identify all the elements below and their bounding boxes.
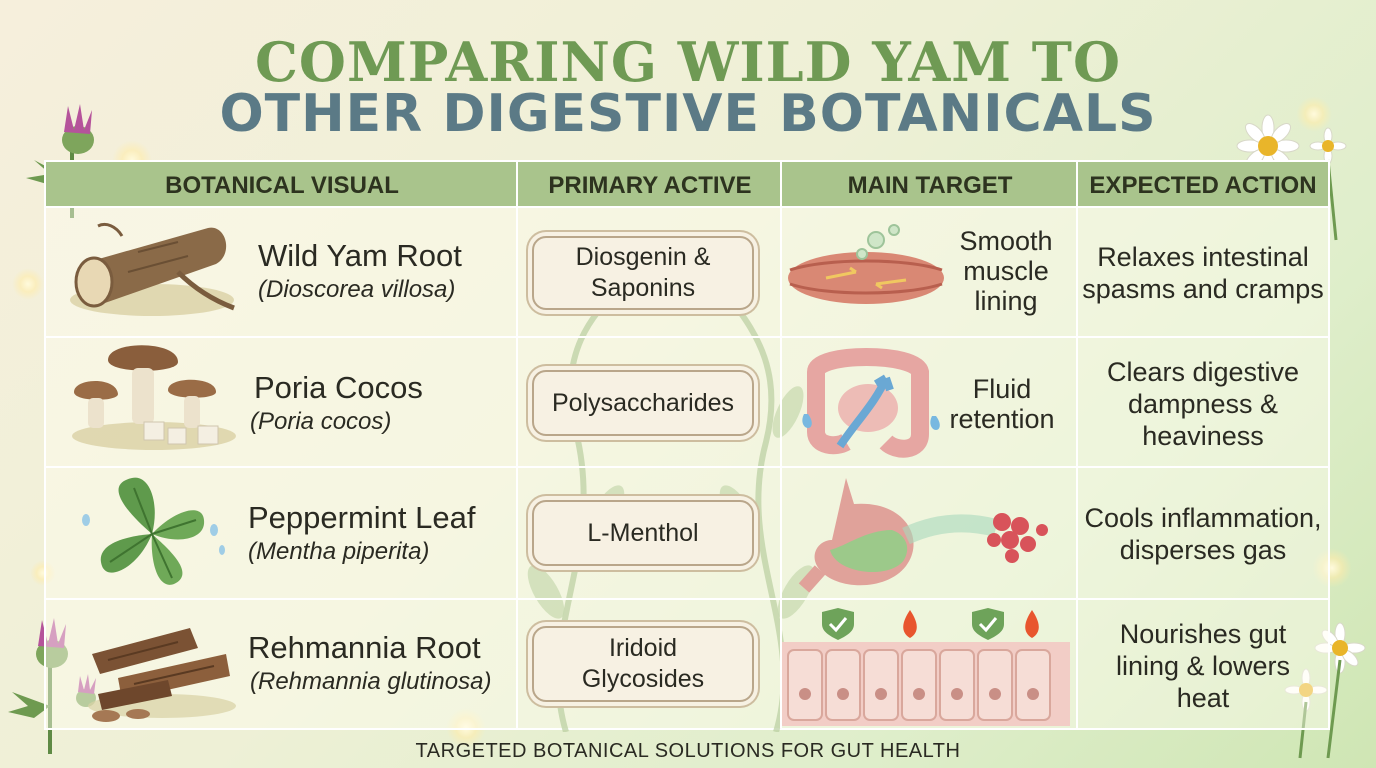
yam-root-icon <box>70 222 235 316</box>
target-line: retention <box>949 404 1055 434</box>
page-title: COMPARING WILD YAM TO <box>254 30 1122 94</box>
header-primary-active: PRIMARY ACTIVE <box>548 172 752 199</box>
active-line: Iridoid <box>608 634 678 662</box>
primary-active-badge: L-Menthol <box>532 500 754 566</box>
footer-tagline: TARGETED BOTANICAL SOLUTIONS FOR GUT HEA… <box>415 740 961 762</box>
main-target-text: Smooth muscle lining <box>946 226 1066 316</box>
column-divider <box>516 162 518 728</box>
active-line: L-Menthol <box>587 518 699 547</box>
row-divider <box>46 206 1328 208</box>
action-line: Cools inflammation, <box>1084 503 1322 533</box>
table-header-row <box>46 162 1328 208</box>
column-divider <box>1076 162 1078 728</box>
mint-leaf-icon <box>82 477 225 585</box>
header-botanical-visual: BOTANICAL VISUAL <box>165 172 399 199</box>
action-line: lining & lowers <box>1115 651 1291 681</box>
botanical-name: Peppermint Leaf <box>248 500 476 535</box>
row-divider <box>46 598 1328 600</box>
expected-action-text: Relaxes intestinal spasms and cramps <box>1078 241 1328 305</box>
botanical-scientific-name: (Mentha piperita) <box>248 538 430 565</box>
action-line: heaviness <box>1142 421 1264 451</box>
sparkle <box>12 268 44 300</box>
mushroom-icon <box>72 345 236 450</box>
action-line: dampness & <box>1127 389 1279 419</box>
column-divider <box>780 162 782 728</box>
header-expected-action: EXPECTED ACTION <box>1089 172 1317 199</box>
botanical-scientific-name: (Dioscorea villosa) <box>258 276 456 303</box>
botanical-scientific-name: (Poria cocos) <box>250 408 392 435</box>
action-line: disperses gas <box>1119 535 1287 565</box>
active-line: Glycosides <box>581 665 705 693</box>
botanical-name: Rehmannia Root <box>248 630 481 665</box>
active-line: Diosgenin & <box>575 243 711 271</box>
active-line: Polysaccharides <box>551 388 735 417</box>
action-line: Nourishes gut <box>1119 619 1287 649</box>
botanical-name: Wild Yam Root <box>258 238 462 273</box>
row-divider <box>46 336 1328 338</box>
sparkle <box>1312 548 1352 588</box>
botanical-scientific-name: (Rehmannia glutinosa) <box>250 668 492 695</box>
target-line: muscle <box>963 256 1049 286</box>
rehmannia-root-icon <box>88 628 236 722</box>
expected-action-text: Clears digestive dampness & heaviness <box>1078 356 1328 452</box>
botanical-name: Poria Cocos <box>254 370 423 405</box>
main-target-text: Fluid retention <box>942 374 1062 434</box>
smooth-muscle-icon <box>788 224 944 304</box>
expected-action-text: Nourishes gut lining & lowers heat <box>1078 618 1328 714</box>
stomach-icon <box>798 478 1048 593</box>
page-subtitle: OTHER DIGESTIVE BOTANICALS <box>219 84 1157 144</box>
gut-lining-icon <box>782 608 1070 726</box>
row-divider <box>46 466 1328 468</box>
intestine-icon <box>802 348 940 458</box>
action-line: spasms and cramps <box>1082 274 1324 304</box>
action-line: Relaxes intestinal <box>1097 242 1309 272</box>
primary-active-badge: Diosgenin & Saponins <box>532 236 754 310</box>
active-line: Saponins <box>590 274 696 302</box>
sparkle <box>1296 96 1332 132</box>
action-line: heat <box>1176 683 1230 713</box>
primary-active-badge: Polysaccharides <box>532 370 754 436</box>
chamomile-icon <box>1284 622 1366 759</box>
target-line: Smooth <box>959 226 1053 256</box>
target-line: Fluid <box>972 374 1032 404</box>
expected-action-text: Cools inflammation, disperses gas <box>1078 502 1328 566</box>
sparkle <box>30 560 56 586</box>
action-line: Clears digestive <box>1106 357 1300 387</box>
target-line: lining <box>974 286 1038 316</box>
header-main-target: MAIN TARGET <box>847 172 1013 199</box>
